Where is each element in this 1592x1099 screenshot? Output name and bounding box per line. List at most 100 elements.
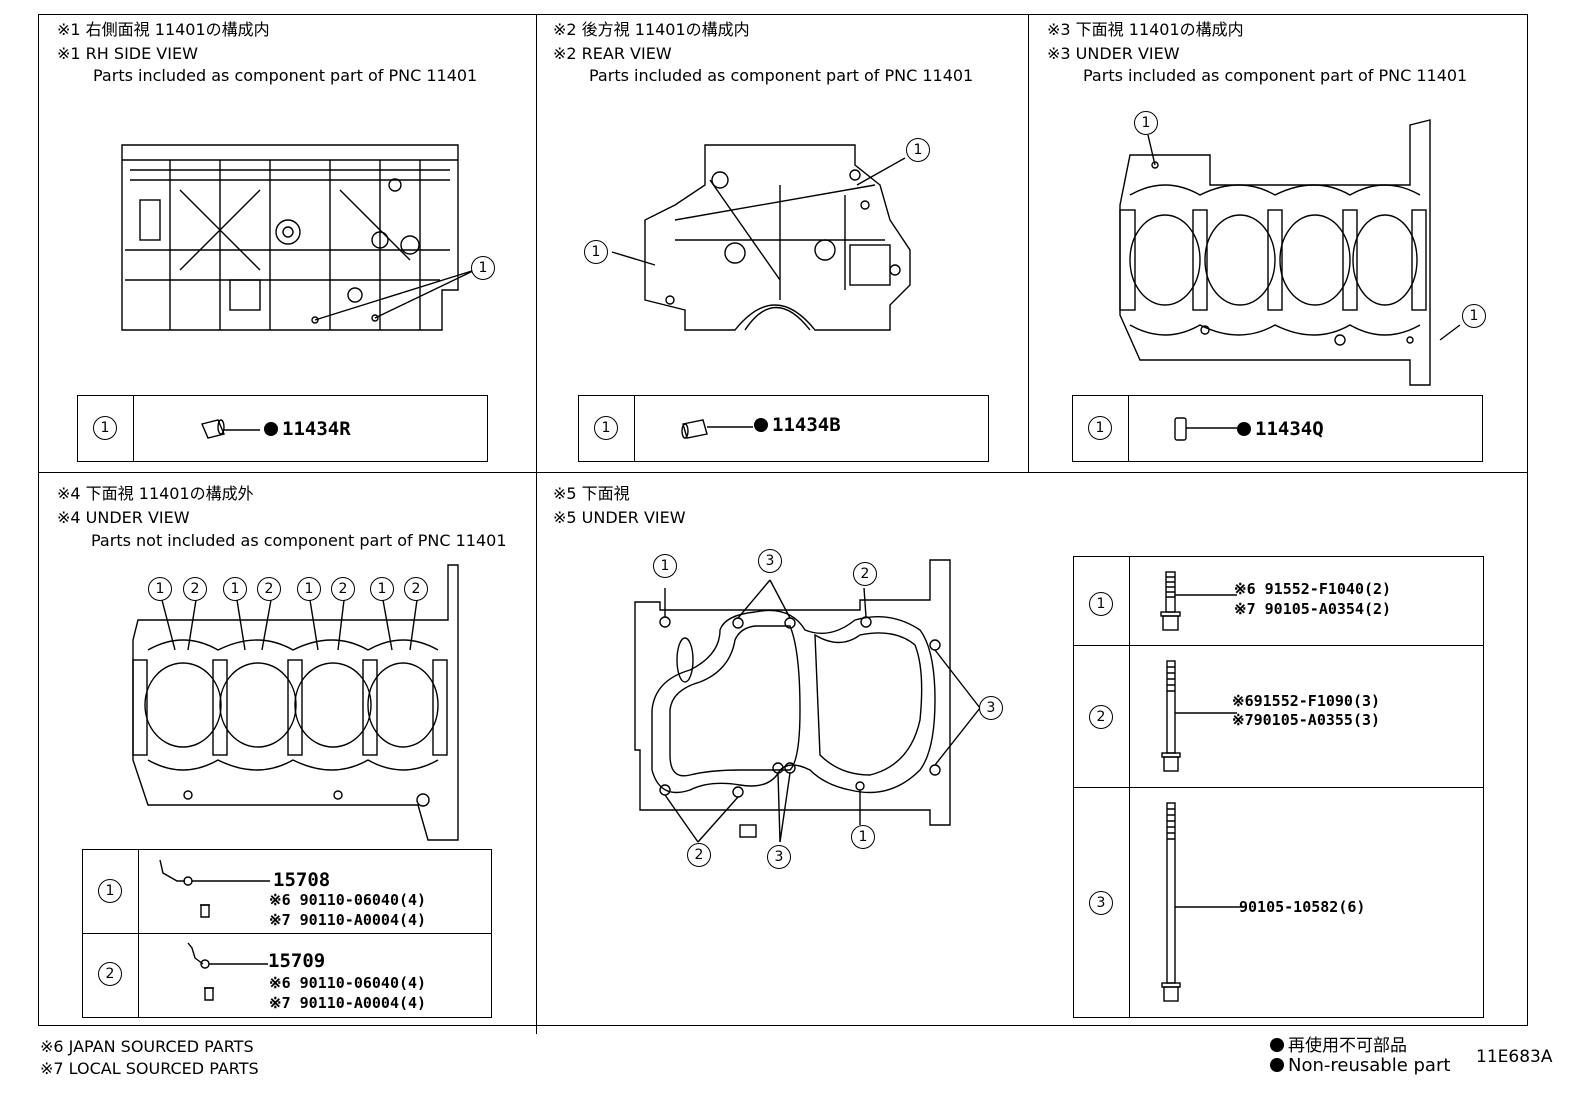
local-part-row2: ※790105-A0355(3) xyxy=(1232,711,1381,729)
local-part-row2: ※7 90110-A0004(4) xyxy=(269,994,427,1012)
callout-3-p5-bottom: 3 xyxy=(767,845,791,869)
leader-lines-p3 xyxy=(1147,134,1461,341)
table-no-cell xyxy=(1073,396,1129,461)
panel2-subtitle: Parts included as component part of PNC … xyxy=(589,66,974,85)
jp-part-row1: ※6 90110-06040(4) xyxy=(269,891,427,909)
panel3-title-en: ※3 UNDER VIEW xyxy=(1047,44,1180,63)
local-part-row1: ※7 90110-A0004(4) xyxy=(269,911,427,929)
engine-block-under-drawing-p3 xyxy=(1119,119,1431,386)
panel3-title-jp: ※3 下面視 11401の構成内 xyxy=(1047,20,1244,39)
flange-bolt-short-icon xyxy=(1160,571,1237,631)
panel4-subtitle: Parts not included as component part of … xyxy=(91,531,507,550)
engine-block-rh-side-drawing xyxy=(121,144,459,331)
panel2-title-jp: ※2 後方視 11401の構成内 xyxy=(553,20,750,39)
legend-non-reusable-en: Non-reusable part xyxy=(1270,1055,1450,1076)
panel5-title-jp: ※5 下面視 xyxy=(553,484,630,503)
plug-icon xyxy=(201,419,260,439)
figure-id: 11E683A xyxy=(1476,1047,1553,1067)
panel2-title-en: ※2 REAR VIEW xyxy=(553,44,672,63)
oil-jet-icon xyxy=(159,859,270,918)
flange-bolt-medium-icon xyxy=(1161,660,1237,772)
panel1-title-en: ※1 RH SIDE VIEW xyxy=(57,44,198,63)
non-reusable-dot-icon xyxy=(1270,1058,1284,1072)
parts-table-p2: 1 11434B xyxy=(578,395,989,462)
parts-table-p5: 1 2 3 ※6 91552-F1040(2) ※7 90105-A0354(2… xyxy=(1073,556,1484,1018)
panel3-subtitle: Parts included as component part of PNC … xyxy=(1083,66,1468,85)
row-no-1: 1 xyxy=(594,416,618,440)
plug-icon xyxy=(681,419,753,439)
callout-1-cyl3: 1 xyxy=(297,577,321,601)
callout-1-p5-top: 1 xyxy=(653,554,677,578)
non-reusable-dot-icon xyxy=(754,418,768,432)
jp-part-row2: ※691552-F1090(3) xyxy=(1232,692,1381,710)
diagram-frame xyxy=(38,14,1528,1026)
jp-part-row1: ※6 91552-F1040(2) xyxy=(1234,580,1392,598)
table-no-cell xyxy=(579,396,635,461)
pin-icon xyxy=(1174,417,1237,441)
jp-part-row2: ※6 90110-06040(4) xyxy=(269,974,427,992)
divider-h1 xyxy=(38,472,1528,473)
row-no-1: 1 xyxy=(98,879,122,903)
callout-1-cyl1: 1 xyxy=(148,577,172,601)
callout-1-p5-bottom: 1 xyxy=(851,825,875,849)
parts-table-p3: 1 11434Q xyxy=(1072,395,1483,462)
oil-jet-icon-2 xyxy=(187,942,268,1001)
callout-1-p1: 1 xyxy=(471,256,495,280)
callout-1-p2-right: 1 xyxy=(906,138,930,162)
part-number-text: 11434R xyxy=(282,418,351,440)
panel5-title-en: ※5 UNDER VIEW xyxy=(553,508,686,527)
panel1-subtitle: Parts included as component part of PNC … xyxy=(93,66,478,85)
table-row-divider-1 xyxy=(1074,645,1483,646)
divider-v1 xyxy=(536,14,537,1034)
part-number-row1: 11434R xyxy=(264,418,351,440)
callout-2-cyl2: 2 xyxy=(257,577,281,601)
callout-1-cyl2: 1 xyxy=(223,577,247,601)
non-reusable-dot-icon xyxy=(264,422,278,436)
footnote-japan-sourced: ※6 JAPAN SOURCED PARTS xyxy=(40,1037,254,1056)
panel4-title-jp: ※4 下面視 11401の構成外 xyxy=(57,484,254,503)
part-number-row1: 11434B xyxy=(754,414,841,436)
leader-lines-p2 xyxy=(611,157,906,266)
legend-en-text: Non-reusable part xyxy=(1288,1055,1451,1076)
legend-jp-text: 再使用不可部品 xyxy=(1288,1036,1407,1056)
part-number-text: 11434B xyxy=(772,414,841,436)
part-number-row1: 11434Q xyxy=(1237,418,1324,440)
callout-2-cyl4: 2 xyxy=(404,577,428,601)
table-row-divider xyxy=(83,933,491,934)
footnote-local-sourced: ※7 LOCAL SOURCED PARTS xyxy=(40,1059,259,1078)
callout-3-p5-right: 3 xyxy=(979,696,1003,720)
row-no-1: 1 xyxy=(1088,416,1112,440)
part-number-row1: 15708 xyxy=(273,869,331,891)
parts-table-p1: 1 11434R xyxy=(77,395,488,462)
table-row-divider-2 xyxy=(1074,787,1483,788)
callout-2-cyl1: 2 xyxy=(183,577,207,601)
callout-1-p3-top: 1 xyxy=(1134,111,1158,135)
callout-1-cyl4: 1 xyxy=(370,577,394,601)
callout-1-p3-right: 1 xyxy=(1462,304,1486,328)
leader-lines-p1 xyxy=(314,269,476,321)
row-no-2: 2 xyxy=(98,962,122,986)
part-number-row3: 90105-10582(6) xyxy=(1239,898,1366,916)
callout-2-cyl3: 2 xyxy=(331,577,355,601)
leader-lines-p5 xyxy=(664,579,981,843)
row-no-3: 3 xyxy=(1089,891,1113,915)
callout-2-p5-bottom: 2 xyxy=(687,843,711,867)
callout-3-p5-top: 3 xyxy=(758,549,782,573)
table-no-cell xyxy=(78,396,134,461)
non-reusable-dot-icon xyxy=(1237,422,1251,436)
legend-non-reusable-jp: 再使用不可部品 xyxy=(1270,1031,1407,1056)
panel1-title-jp: ※1 右側面視 11401の構成内 xyxy=(57,20,270,39)
divider-v2 xyxy=(1028,14,1029,472)
engine-block-under-drawing-p4 xyxy=(132,564,459,841)
leader-lines-p4 xyxy=(161,599,418,651)
callout-1-p2-left: 1 xyxy=(584,240,608,264)
part-number-text: 11434Q xyxy=(1255,418,1324,440)
engine-block-rear-drawing xyxy=(644,144,911,331)
callout-2-p5-top: 2 xyxy=(853,562,877,586)
row-no-1: 1 xyxy=(1089,592,1113,616)
panel4-title-en: ※4 UNDER VIEW xyxy=(57,508,190,527)
non-reusable-dot-icon xyxy=(1270,1038,1284,1052)
row-no-1: 1 xyxy=(93,416,117,440)
parts-table-p4: 1 2 15708 ※6 90110-06040(4) ※7 90110-A00… xyxy=(82,849,492,1018)
local-part-row1: ※7 90105-A0354(2) xyxy=(1234,600,1392,618)
